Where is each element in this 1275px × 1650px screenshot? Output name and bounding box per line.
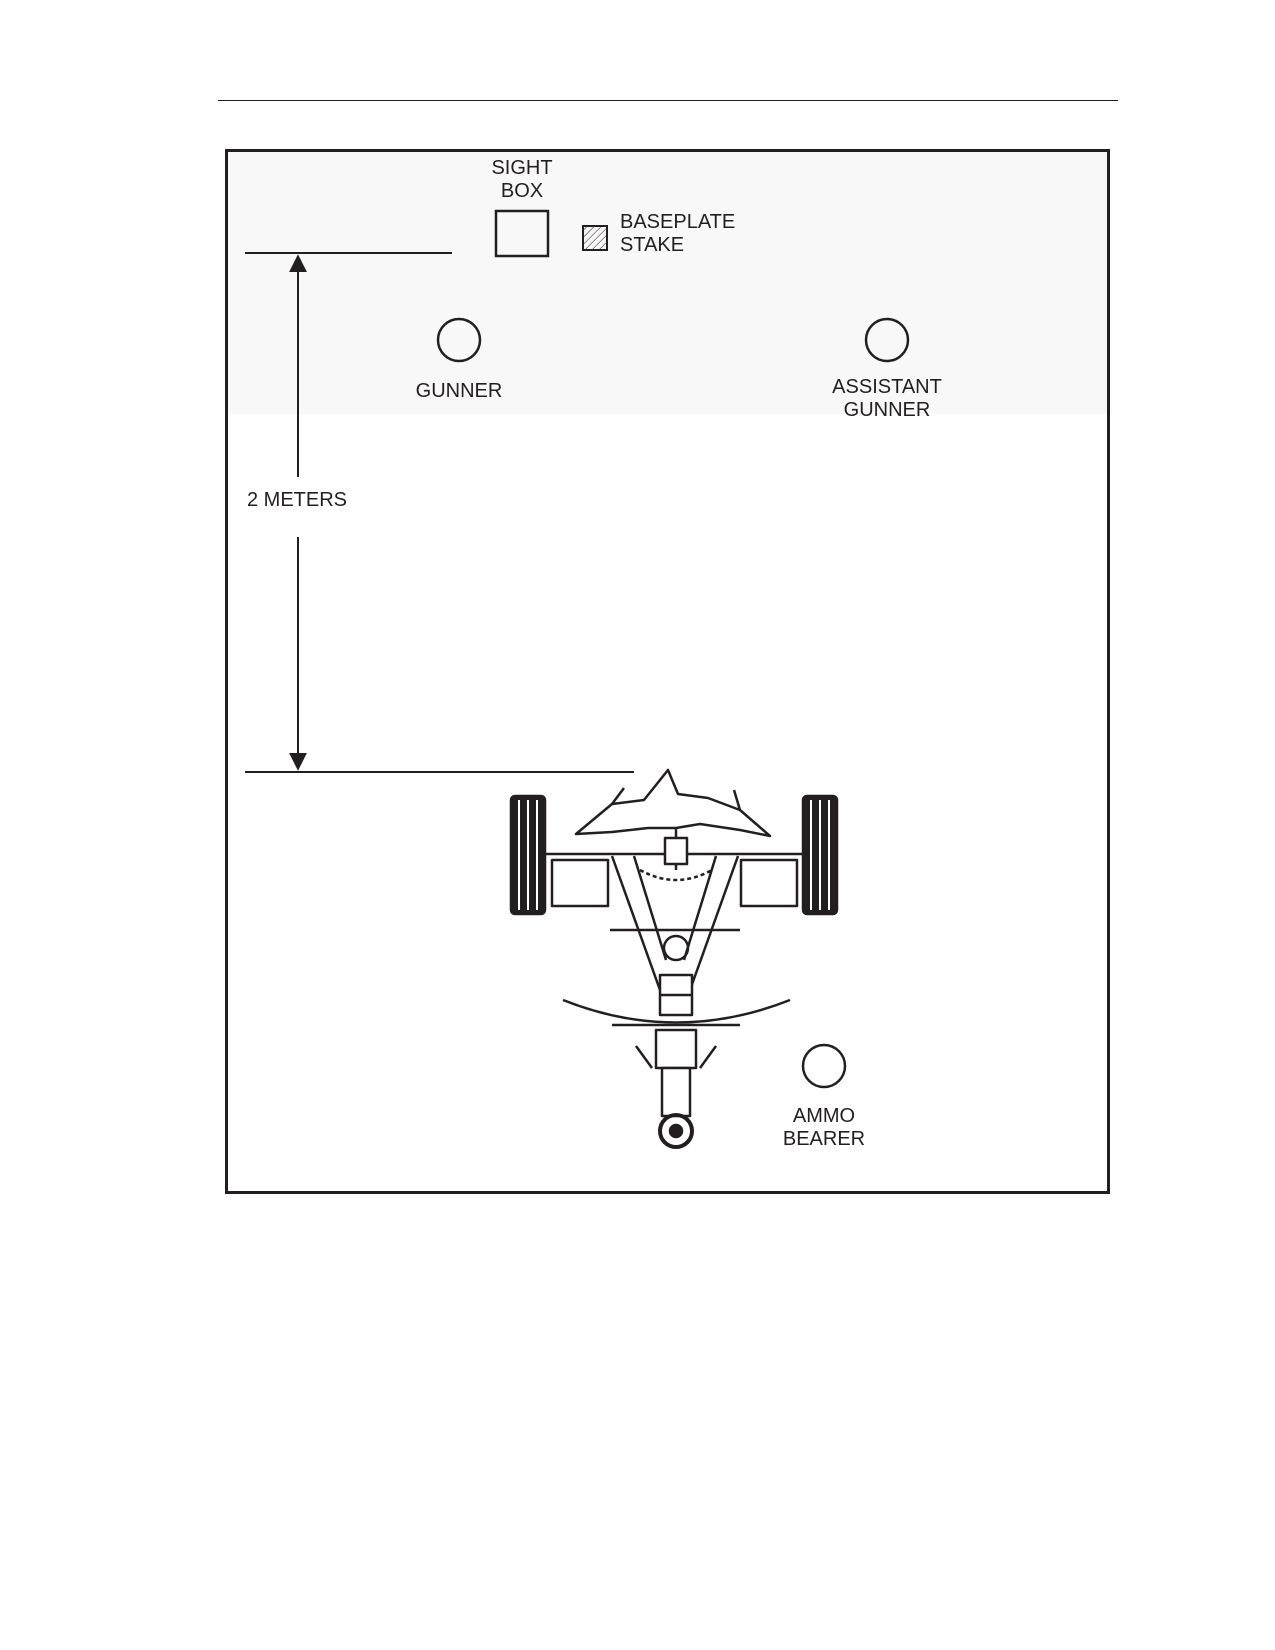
header-rule bbox=[218, 100, 1118, 101]
towed-mortar-icon bbox=[509, 768, 839, 1149]
assistant-gunner-label-line-2: GUNNER bbox=[843, 399, 931, 421]
gunner-label: GUNNER bbox=[415, 380, 503, 402]
gunner-position-marker bbox=[436, 317, 482, 363]
sight-box-label-line-2: BOX bbox=[500, 180, 544, 202]
baseplate-stake-marker bbox=[582, 225, 608, 251]
assistant-gunner-label: ASSISTANT GUNNER bbox=[817, 376, 957, 422]
ammo-bearer-label-line-1: AMMO bbox=[792, 1105, 856, 1127]
baseplate-stake-label-line-2: STAKE bbox=[620, 234, 685, 256]
sight-box-label: SIGHT BOX bbox=[482, 157, 562, 203]
assistant-gunner-label-line-1: ASSISTANT bbox=[832, 376, 942, 398]
baseplate-stake-label: BASEPLATE STAKE bbox=[620, 211, 735, 257]
sight-box-marker bbox=[494, 209, 550, 258]
ammo-bearer-label-line-2: BEARER bbox=[782, 1128, 866, 1150]
figure-shaded-band bbox=[228, 152, 1107, 414]
figure-frame bbox=[225, 149, 1110, 1194]
assistant-gunner-position-marker bbox=[864, 317, 910, 363]
ammo-bearer-position-marker bbox=[801, 1043, 847, 1089]
right-wheel-icon bbox=[801, 794, 839, 916]
ammo-bearer-label: AMMO BEARER bbox=[774, 1105, 874, 1151]
baseplate-stake-label-line-1: BASEPLATE bbox=[620, 211, 736, 233]
sight-box-label-line-1: SIGHT bbox=[491, 157, 553, 179]
left-wheel-icon bbox=[509, 794, 547, 916]
distance-label: 2 METERS bbox=[247, 489, 348, 511]
